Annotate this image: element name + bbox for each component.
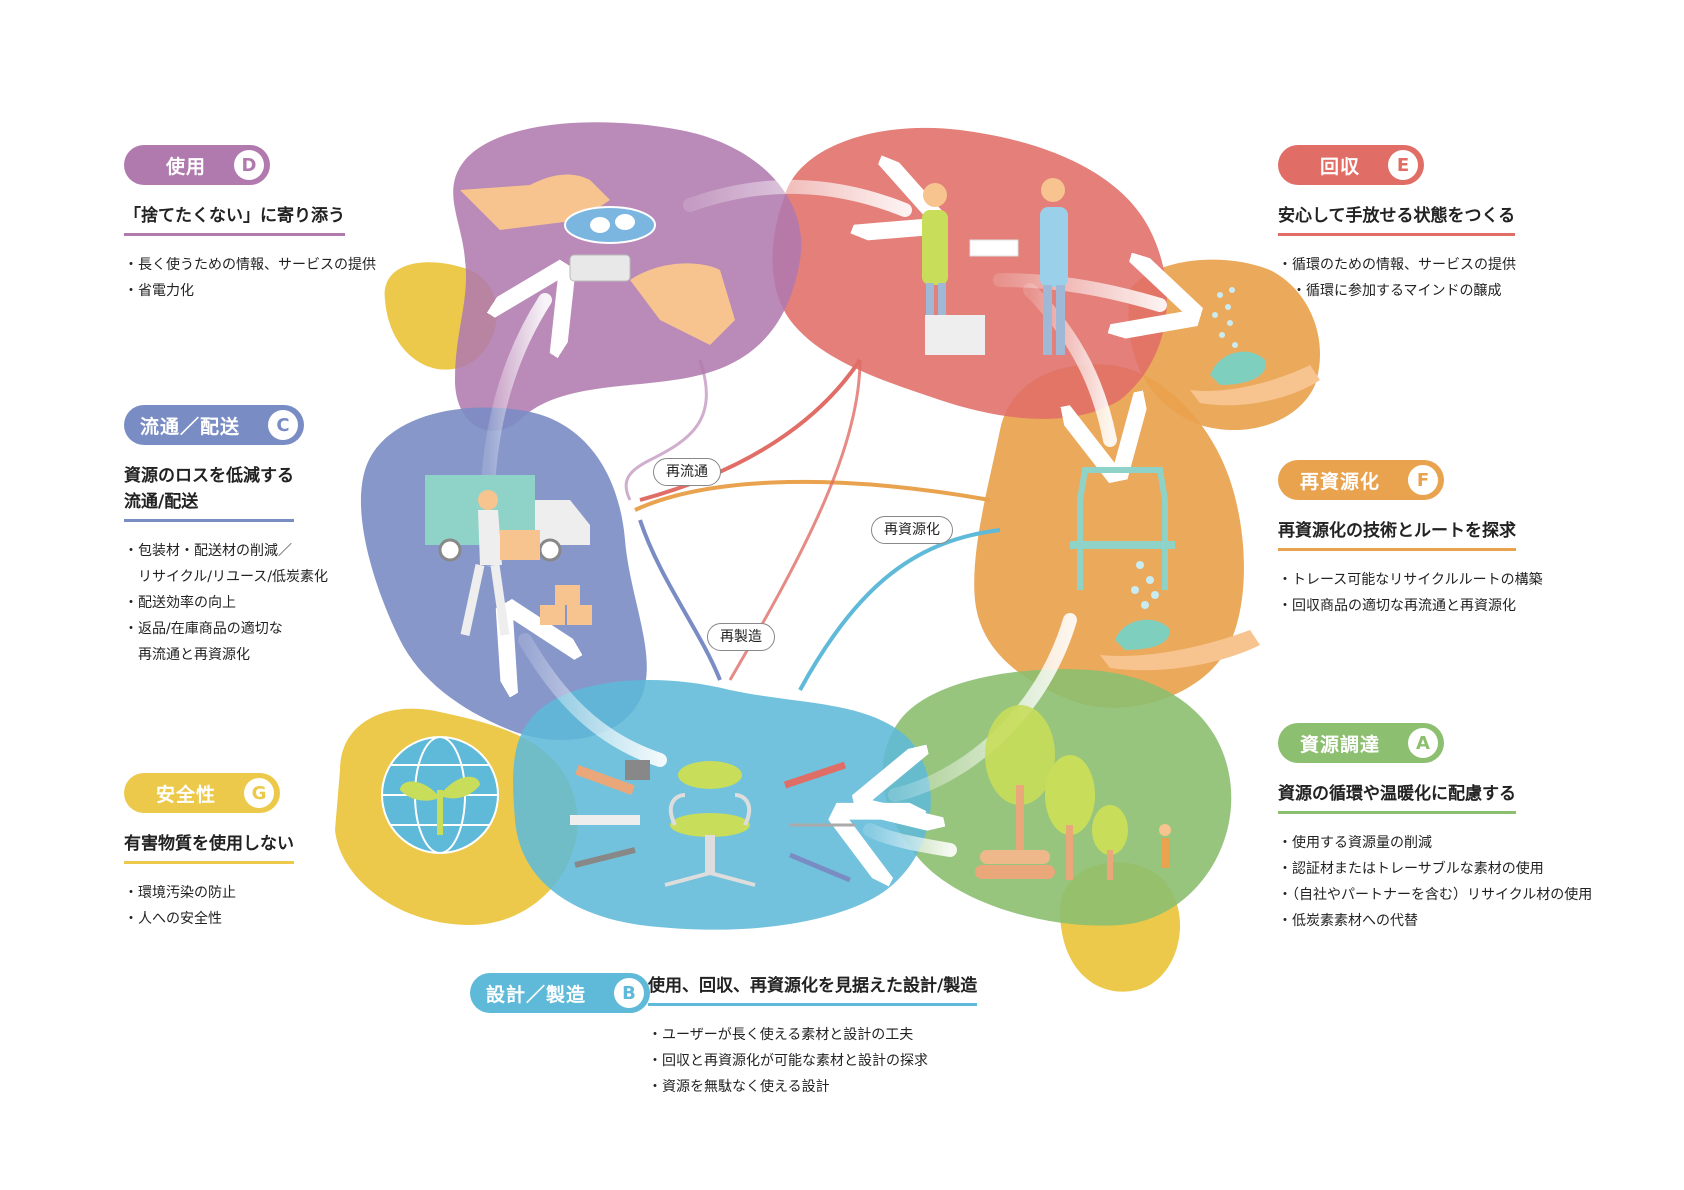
design-subtitle: 使用、回収、再資源化を見据えた設計/製造	[648, 973, 978, 1006]
inner-flow-arrows	[624, 358, 1001, 691]
collection-pill: 回収 E	[1278, 145, 1425, 185]
safety-subtitle: 有害物質を使用しない	[124, 831, 294, 864]
distribution-list: ・包装材・配送材の削減／ リサイクル/リユース/低炭素化 ・配送効率の向上 ・返…	[124, 538, 328, 668]
section-safety: 安全性 G 有害物質を使用しない ・環境汚染の防止 ・人への安全性	[124, 773, 294, 932]
design-letter: B	[614, 978, 645, 1008]
usage-list: ・長く使うための情報、サービスの提供 ・省電力化	[124, 252, 376, 304]
procurement-subtitle: 資源の循環や温暖化に配慮する	[1278, 781, 1516, 814]
globe-sprout-icon	[381, 736, 499, 854]
procurement-list: ・使用する資源量の削減 ・認証材またはトレーサブルな素材の使用 ・（自社やパート…	[1278, 830, 1592, 934]
collection-letter: E	[1388, 150, 1419, 180]
list-item: ・使用する資源量の削減	[1278, 835, 1432, 851]
list-item: ・（自社やパートナーを含む）リサイクル材の使用	[1278, 887, 1593, 903]
recycling-subtitle: 再資源化の技術とルートを探求	[1278, 518, 1516, 551]
distribution-subtitle-line2: 流通/配送	[124, 492, 199, 512]
collection-list: ・循環のための情報、サービスの提供 ・循環に参加するマインドの醸成	[1278, 252, 1516, 304]
distribution-subtitle-line1: 資源のロスを低減する	[124, 466, 294, 486]
collection-subtitle: 安心して手放せる状態をつくる	[1278, 203, 1516, 236]
list-item: ・認証材またはトレーサブルな素材の使用	[1278, 861, 1544, 877]
safety-list: ・環境汚染の防止 ・人への安全性	[124, 880, 294, 932]
chair-recycle-icon	[1070, 467, 1260, 671]
section-design-text: 使用、回収、再資源化を見据えた設計/製造 ・ユーザーが長く使える素材と設計の工夫…	[648, 955, 978, 1100]
distribution-title: 流通／配送	[140, 415, 241, 438]
recycling-title: 再資源化	[1300, 470, 1381, 493]
list-item: ・返品/在庫商品の適切な	[124, 621, 283, 637]
list-item: ・循環に参加するマインドの醸成	[1278, 283, 1502, 299]
safety-letter: G	[244, 778, 275, 808]
safety-title: 安全性	[156, 783, 217, 806]
list-item: ・包装材・配送材の削減／	[124, 543, 292, 559]
procurement-pill: 資源調達 A	[1278, 723, 1445, 763]
handover-people-icon	[922, 178, 1068, 355]
design-list: ・ユーザーが長く使える素材と設計の工夫 ・回収と再資源化が可能な素材と設計の探求…	[648, 1022, 977, 1100]
blob-collection	[772, 127, 1167, 419]
list-item: ・低炭素素材への代替	[1278, 913, 1418, 929]
list-item: ・省電力化	[124, 283, 194, 299]
procurement-letter: A	[1408, 728, 1439, 758]
list-item: ・ユーザーが長く使える素材と設計の工夫	[648, 1027, 914, 1043]
list-item: ・回収商品の適切な再流通と再資源化	[1278, 598, 1516, 614]
section-design-manufacturing: 設計／製造 B	[470, 973, 651, 1013]
forest-icon	[975, 705, 1171, 880]
recycling-letter: F	[1408, 465, 1439, 495]
section-procurement: 資源調達 A 資源の循環や温暖化に配慮する ・使用する資源量の削減 ・認証材また…	[1278, 723, 1592, 934]
flow-label-redistribution: 再流通	[653, 458, 721, 486]
distribution-subtitle: 資源のロスを低減する 流通/配送	[124, 463, 294, 522]
granules-hand-icon	[1190, 287, 1320, 406]
distribution-letter: C	[268, 410, 299, 440]
flow-label-remanufacture: 再製造	[707, 623, 775, 651]
procurement-title: 資源調達	[1300, 733, 1381, 756]
list-item: ・トレース可能なリサイクルルートの構築	[1278, 572, 1543, 588]
list-item: ・循環のための情報、サービスの提供	[1278, 257, 1516, 273]
design-pill: 設計／製造 B	[470, 973, 651, 1013]
list-item: ・人への安全性	[124, 911, 222, 927]
section-collection: 回収 E 安心して手放せる状態をつくる ・循環のための情報、サービスの提供 ・循…	[1278, 145, 1516, 304]
list-item: リサイクル/リユース/低炭素化	[124, 569, 329, 585]
section-usage: 使用 D 「捨てたくない」に寄り添う ・長く使うための情報、サービスの提供 ・省…	[124, 145, 376, 304]
list-item: ・配送効率の向上	[124, 595, 236, 611]
blob-recycling	[974, 364, 1244, 708]
list-item: 再流通と再資源化	[124, 647, 250, 663]
distribution-pill: 流通／配送 C	[124, 405, 305, 445]
list-item: ・環境汚染の防止	[124, 885, 236, 901]
list-item: ・資源を無駄なく使える設計	[648, 1079, 830, 1095]
handing-device-icon	[460, 174, 735, 345]
safety-pill: 安全性 G	[124, 773, 281, 813]
usage-letter: D	[234, 150, 265, 180]
delivery-truck-icon	[425, 475, 592, 636]
usage-pill: 使用 D	[124, 145, 271, 185]
section-recycling: 再資源化 F 再資源化の技術とルートを探求 ・トレース可能なリサイクルルートの構…	[1278, 460, 1543, 619]
section-distribution: 流通／配送 C 資源のロスを低減する 流通/配送 ・包装材・配送材の削減／ リサ…	[124, 405, 328, 668]
chair-tools-icon	[570, 760, 855, 887]
list-item: ・長く使うための情報、サービスの提供	[124, 257, 376, 273]
usage-subtitle: 「捨てたくない」に寄り添う	[124, 203, 345, 236]
recycling-list: ・トレース可能なリサイクルルートの構築 ・回収商品の適切な再流通と再資源化	[1278, 567, 1543, 619]
usage-title: 使用	[166, 155, 207, 178]
list-item: ・回収と再資源化が可能な素材と設計の探求	[648, 1053, 928, 1069]
design-title: 設計／製造	[486, 983, 587, 1006]
flow-label-recycling: 再資源化	[871, 516, 953, 544]
recycling-pill: 再資源化 F	[1278, 460, 1445, 500]
collection-title: 回収	[1320, 155, 1361, 178]
